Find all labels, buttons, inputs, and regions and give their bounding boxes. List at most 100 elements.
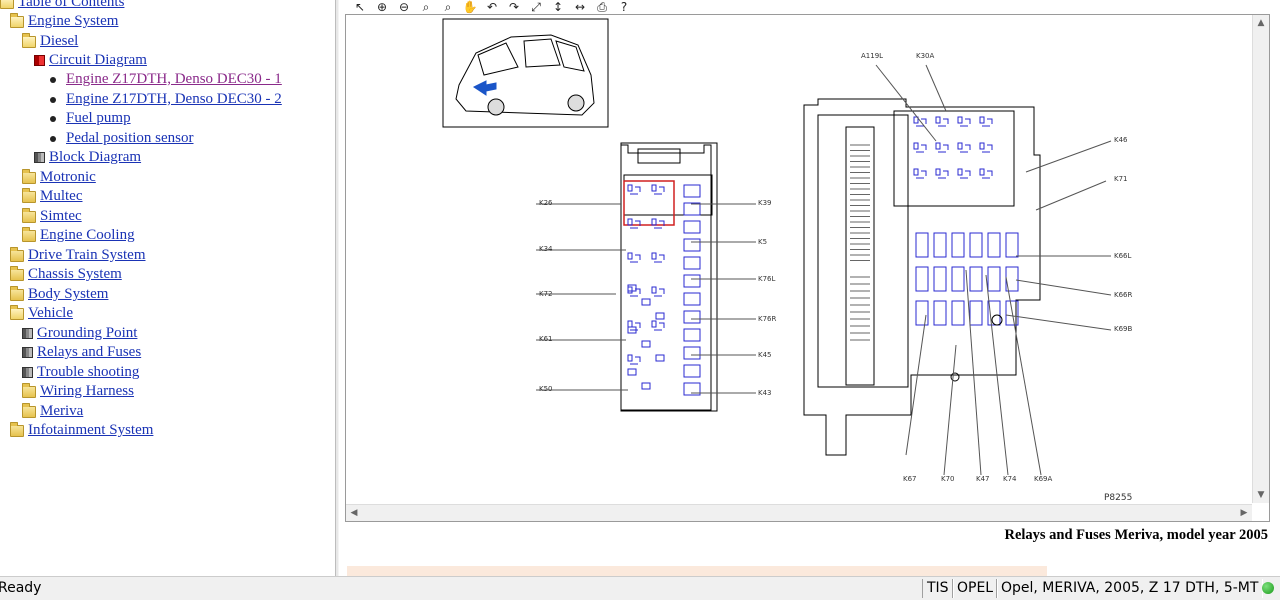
scroll-right-icon[interactable]: ▶ bbox=[1240, 508, 1248, 518]
scroll-up-icon[interactable]: ▲ bbox=[1257, 18, 1265, 28]
middle-relay-label: K45 bbox=[758, 351, 772, 359]
tree-item-label[interactable]: Vehicle bbox=[28, 305, 73, 321]
tree-item[interactable]: Engine Z17DTH, Denso DEC30 - 2 bbox=[48, 90, 282, 109]
tree-item-label[interactable]: Table of Contents bbox=[18, 0, 125, 10]
tree-item-label[interactable]: Circuit Diagram bbox=[49, 52, 147, 68]
diagram-drawing bbox=[442, 18, 1112, 476]
tree-item-label[interactable]: Relays and Fuses bbox=[37, 344, 142, 360]
bottom-relay-label: K74 bbox=[1003, 475, 1017, 483]
tree-item-label[interactable]: Infotainment System bbox=[28, 422, 154, 438]
tree-item-label[interactable]: Diesel bbox=[40, 33, 79, 49]
folder-icon bbox=[22, 226, 36, 242]
tree-item[interactable]: Grounding Point bbox=[22, 324, 137, 343]
book-icon bbox=[22, 367, 33, 378]
help-icon[interactable]: ? bbox=[620, 0, 628, 14]
open-folder-icon bbox=[10, 12, 24, 28]
tree-item-label[interactable]: Engine System bbox=[28, 13, 119, 29]
left-relay-label: K72 bbox=[539, 290, 553, 298]
tree-item[interactable]: Infotainment System bbox=[10, 421, 153, 440]
folder-icon bbox=[22, 207, 36, 223]
tree-item-label[interactable]: Fuel pump bbox=[66, 110, 131, 126]
tree-item[interactable]: Table of Contents bbox=[0, 0, 124, 12]
viewer-toolbar: ↖ ⊕ ⊖ ⌕ ⌕ ✋ ↶ ↷ ⤢ ↕ ↔ ⎙? bbox=[350, 0, 634, 15]
right-relay-label: K71 bbox=[1114, 175, 1128, 183]
tree-item[interactable]: Trouble shooting bbox=[22, 363, 139, 382]
open-folder-icon bbox=[10, 304, 24, 320]
left-relay-label: K61 bbox=[539, 335, 553, 343]
tree-item-label[interactable]: Meriva bbox=[40, 403, 84, 419]
rotate-left-icon[interactable]: ↶ bbox=[486, 0, 498, 14]
horizontal-scrollbar[interactable]: ◀ ▶ bbox=[346, 504, 1252, 521]
tree-item[interactable]: Vehicle bbox=[10, 304, 73, 323]
tree-item-label[interactable]: Simtec bbox=[40, 208, 82, 224]
right-relay-label: K66L bbox=[1114, 252, 1131, 260]
tree-item[interactable]: Motronic bbox=[22, 168, 96, 187]
tree-item[interactable]: Engine System bbox=[10, 12, 118, 31]
circuit-diagram-icon bbox=[34, 55, 45, 66]
tree-item-label[interactable]: Drive Train System bbox=[28, 247, 146, 263]
scroll-left-icon[interactable]: ◀ bbox=[350, 508, 358, 518]
tree-item-label[interactable]: Wiring Harness bbox=[40, 383, 134, 399]
tree-item[interactable]: Circuit Diagram bbox=[34, 51, 147, 70]
connection-status-icon bbox=[1262, 582, 1274, 594]
pan-hand-icon[interactable]: ✋ bbox=[462, 0, 478, 14]
left-relay-label: K34 bbox=[539, 245, 553, 253]
tree-item-label[interactable]: Trouble shooting bbox=[37, 364, 140, 380]
scroll-down-icon[interactable]: ▼ bbox=[1257, 490, 1265, 500]
vertical-scrollbar[interactable]: ▲ ▼ bbox=[1252, 15, 1269, 503]
tree-item-label[interactable]: Engine Cooling bbox=[40, 227, 135, 243]
select-arrow-icon[interactable]: ↖ bbox=[354, 0, 366, 14]
tree-item-label[interactable]: Engine Z17DTH, Denso DEC30 - 2 bbox=[66, 91, 282, 107]
tree-item[interactable]: Simtec bbox=[22, 207, 82, 226]
tree-item-label[interactable]: Engine Z17DTH, Denso DEC30 - 1 bbox=[66, 71, 282, 87]
tree-item[interactable]: Engine Cooling bbox=[22, 226, 135, 245]
folder-icon bbox=[22, 402, 36, 418]
tree-item[interactable]: Body System bbox=[10, 285, 108, 304]
pane-splitter[interactable] bbox=[335, 0, 339, 576]
tree-item[interactable]: Relays and Fuses bbox=[22, 343, 141, 362]
book-icon bbox=[22, 347, 33, 358]
right-relay-label: K66R bbox=[1114, 291, 1132, 299]
tree-item[interactable]: Diesel bbox=[22, 32, 78, 51]
rotate-right-icon[interactable]: ↷ bbox=[508, 0, 520, 14]
left-relay-label: K50 bbox=[539, 385, 553, 393]
tree-item[interactable]: Fuel pump bbox=[48, 109, 131, 128]
tree-item[interactable]: Block Diagram bbox=[34, 148, 141, 167]
tree-item-label[interactable]: Chassis System bbox=[28, 266, 122, 282]
info-strip bbox=[347, 566, 1047, 576]
status-ready: Ready bbox=[0, 580, 42, 596]
tree-item-label[interactable]: Motronic bbox=[40, 169, 96, 185]
print-icon[interactable]: ⎙ bbox=[597, 0, 607, 14]
folder-icon bbox=[10, 265, 24, 281]
tree-item[interactable]: Multec bbox=[22, 187, 83, 206]
tree-item-label[interactable]: Grounding Point bbox=[37, 325, 138, 341]
tree-item-label[interactable]: Body System bbox=[28, 286, 109, 302]
fit-width-icon[interactable]: ↔ bbox=[574, 0, 586, 14]
tree-item[interactable]: Wiring Harness bbox=[22, 382, 134, 401]
zoom-in-icon[interactable]: ⊕ bbox=[376, 0, 388, 14]
left-relay-label: K26 bbox=[539, 199, 553, 207]
tree-item[interactable]: Drive Train System bbox=[10, 246, 146, 265]
tree-item-label[interactable]: Pedal position sensor bbox=[66, 130, 194, 146]
zoom-area-icon[interactable]: ⌕ bbox=[422, 0, 430, 14]
fit-height-icon[interactable]: ↕ bbox=[552, 0, 564, 14]
folder-icon bbox=[22, 187, 36, 203]
tree-item[interactable]: Pedal position sensor bbox=[48, 129, 194, 148]
folder-icon bbox=[22, 382, 36, 398]
tree-item-label[interactable]: Multec bbox=[40, 188, 83, 204]
tree-item-label[interactable]: Block Diagram bbox=[49, 149, 142, 165]
tree-item[interactable]: Chassis System bbox=[10, 265, 122, 284]
tree-item[interactable]: Engine Z17DTH, Denso DEC30 - 1 bbox=[48, 70, 282, 89]
zoom-out-icon[interactable]: ⊖ bbox=[398, 0, 410, 14]
diagram-reference: P8255 bbox=[1104, 493, 1132, 503]
zoom-region-icon[interactable]: ⌕ bbox=[444, 0, 452, 14]
status-tis: TIS bbox=[922, 579, 954, 598]
fit-page-icon[interactable]: ⤢ bbox=[531, 0, 541, 14]
middle-relay-label: K76L bbox=[758, 275, 775, 283]
open-folder-icon bbox=[22, 32, 36, 48]
folder-icon bbox=[10, 246, 24, 262]
tree-item[interactable]: Meriva bbox=[22, 402, 83, 421]
